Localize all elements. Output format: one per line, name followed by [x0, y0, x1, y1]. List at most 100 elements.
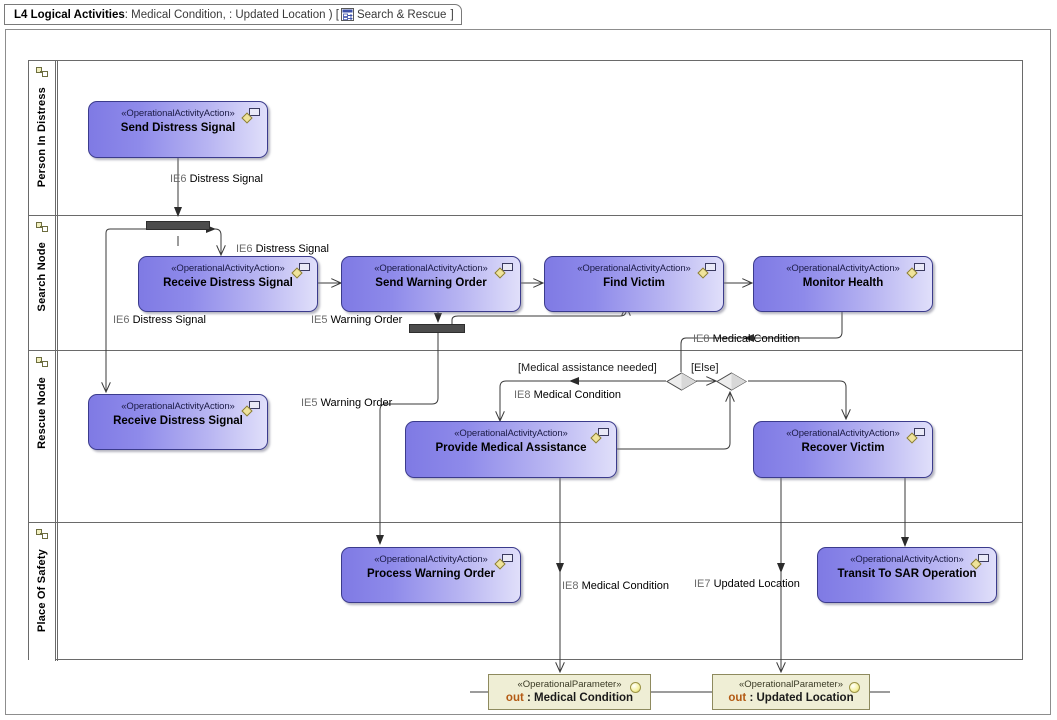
action-monitor-health[interactable]: «OperationalActivityAction» Monitor Heal…: [753, 256, 933, 312]
action-name: Process Warning Order: [366, 568, 496, 580]
pin-icon: [849, 682, 860, 693]
parameter-stereotype: «OperationalParameter»: [738, 679, 844, 690]
decision-node-1[interactable]: [666, 372, 697, 391]
partition-header-rescue-node[interactable]: Rescue Node: [29, 351, 58, 522]
diagram-icon: [340, 8, 354, 21]
node-icon: [35, 357, 49, 371]
partition-header-search-node[interactable]: Search Node: [29, 216, 58, 350]
action-stereotype: «OperationalActivityAction»: [374, 263, 488, 274]
parameter-out-updated-location[interactable]: «OperationalParameter» out : Updated Loc…: [712, 674, 870, 710]
edge-label-ie5-warning-order-1: IE5 Warning Order: [311, 314, 402, 327]
guard-else: [Else]: [691, 362, 719, 374]
edge-label-ie5-warning-order-2: IE5 Warning Order: [301, 397, 392, 410]
title-close-bracket: ]: [450, 8, 454, 21]
edge-label-text: Warning Order: [330, 314, 403, 326]
partition-header-person-in-distress[interactable]: Person In Distress: [29, 61, 58, 215]
action-stereotype: «OperationalActivityAction»: [577, 263, 691, 274]
diagram-title-tab[interactable]: L4 Logical Activities : Medical Conditio…: [4, 4, 462, 25]
action-process-warning-order[interactable]: «OperationalActivityAction» Process Warn…: [341, 547, 521, 603]
partition-label: Rescue Node: [36, 377, 48, 449]
action-name: Provide Medical Assistance: [435, 442, 587, 454]
edge-label-text: Distress Signal: [132, 314, 206, 326]
node-icon: [35, 67, 49, 81]
edge-label-ie7-updated-location: IE7 Updated Location: [694, 578, 800, 591]
partition-place-of-safety[interactable]: Place Of Safety: [29, 523, 1022, 661]
action-stereotype: «OperationalActivityAction»: [171, 263, 285, 274]
edge-label-text: Distress Signal: [189, 173, 263, 185]
action-stereotype: «OperationalActivityAction»: [786, 263, 900, 274]
action-receive-distress-signal-search[interactable]: «OperationalActivityAction» Receive Dist…: [138, 256, 318, 312]
edge-label-ie: IE5: [301, 397, 318, 409]
parameter-name: : Updated Location: [749, 692, 854, 704]
action-send-warning-order[interactable]: «OperationalActivityAction» Send Warning…: [341, 256, 521, 312]
activity-action-icon: [241, 401, 260, 417]
action-provide-medical-assistance[interactable]: «OperationalActivityAction» Provide Medi…: [405, 421, 617, 478]
guard-medical-assistance-needed: [Medical assistance needed]: [518, 362, 657, 374]
activity-action-icon: [697, 263, 716, 279]
edge-label-text: Distress Signal: [255, 243, 329, 255]
edge-label-text: Medical Condition: [533, 389, 622, 401]
edge-label-ie6-distress-signal-1: IE6 Distress Signal: [170, 173, 263, 186]
activity-action-icon: [494, 263, 513, 279]
edge-label-ie: IE8: [562, 580, 579, 592]
activity-action-icon: [970, 554, 989, 570]
fork-node-1[interactable]: [146, 221, 210, 230]
edge-label-ie8-medical-condition-2: IE8 Medical Condition: [514, 389, 621, 402]
activity-action-icon: [590, 428, 609, 444]
edge-label-text: Medical Condition: [712, 333, 801, 345]
parameter-signature: out : Updated Location: [728, 691, 853, 706]
action-name: Find Victim: [603, 277, 665, 289]
node-icon: [35, 222, 49, 236]
action-stereotype: «OperationalActivityAction»: [121, 401, 235, 412]
action-name: Recover Victim: [801, 442, 885, 454]
partition-search-node[interactable]: Search Node: [29, 216, 1022, 351]
edge-label-text: Updated Location: [713, 578, 800, 590]
edge-label-ie: IE6: [170, 173, 187, 185]
partition-header-place-of-safety[interactable]: Place Of Safety: [29, 523, 58, 661]
partition-person-in-distress[interactable]: Person In Distress: [29, 61, 1022, 216]
action-find-victim[interactable]: «OperationalActivityAction» Find Victim: [544, 256, 724, 312]
action-send-distress-signal[interactable]: «OperationalActivityAction» Send Distres…: [88, 101, 268, 158]
title-context: Search & Rescue: [356, 8, 447, 21]
edge-label-ie: IE8: [693, 333, 710, 345]
edge-label-ie: IE8: [514, 389, 531, 401]
action-name: Transit To SAR Operation: [837, 568, 977, 580]
title-parameters: : Medical Condition, : Updated Location …: [124, 8, 339, 21]
action-name: Monitor Health: [802, 277, 884, 289]
action-stereotype: «OperationalActivityAction»: [454, 428, 568, 439]
action-stereotype: «OperationalActivityAction»: [121, 108, 235, 119]
action-receive-distress-signal-rescue[interactable]: «OperationalActivityAction» Receive Dist…: [88, 394, 268, 450]
edge-label-ie: IE7: [694, 578, 711, 590]
parameter-direction: out: [728, 692, 747, 704]
activity-action-icon: [494, 554, 513, 570]
edge-label-ie8-medical-condition-3: IE8 Medical Condition: [562, 580, 669, 593]
action-name: Send Warning Order: [375, 277, 487, 289]
parameter-signature: out : Medical Condition: [506, 691, 633, 706]
partition-label: Place Of Safety: [36, 549, 48, 633]
action-recover-victim[interactable]: «OperationalActivityAction» Recover Vict…: [753, 421, 933, 478]
partition-label: Search Node: [36, 242, 48, 312]
pin-icon: [630, 682, 641, 693]
partition-rescue-node[interactable]: Rescue Node: [29, 351, 1022, 523]
activity-action-icon: [291, 263, 310, 279]
edge-label-ie: IE5: [311, 314, 328, 326]
action-name: Send Distress Signal: [120, 122, 236, 134]
node-icon: [35, 529, 49, 543]
decision-node-2[interactable]: [716, 372, 747, 391]
partition-label: Person In Distress: [36, 87, 48, 188]
parameter-direction: out: [505, 692, 524, 704]
action-stereotype: «OperationalActivityAction»: [374, 554, 488, 565]
activity-partitions: Person In Distress Search Node Rescue No…: [28, 60, 1023, 661]
activity-action-icon: [241, 108, 260, 124]
activity-action-icon: [906, 263, 925, 279]
edge-label-ie: IE6: [236, 243, 253, 255]
edge-label-text: Warning Order: [320, 397, 393, 409]
action-stereotype: «OperationalActivityAction»: [786, 428, 900, 439]
edge-label-ie8-medical-condition-1: IE8 Medical Condition: [693, 333, 800, 346]
action-name: Receive Distress Signal: [113, 415, 243, 427]
join-fork-node-2[interactable]: [409, 324, 465, 333]
action-name: Receive Distress Signal: [163, 277, 293, 289]
parameter-out-medical-condition[interactable]: «OperationalParameter» out : Medical Con…: [488, 674, 651, 710]
action-transit-to-sar-operation[interactable]: «OperationalActivityAction» Transit To S…: [817, 547, 997, 603]
parameter-name: : Medical Condition: [527, 692, 634, 704]
